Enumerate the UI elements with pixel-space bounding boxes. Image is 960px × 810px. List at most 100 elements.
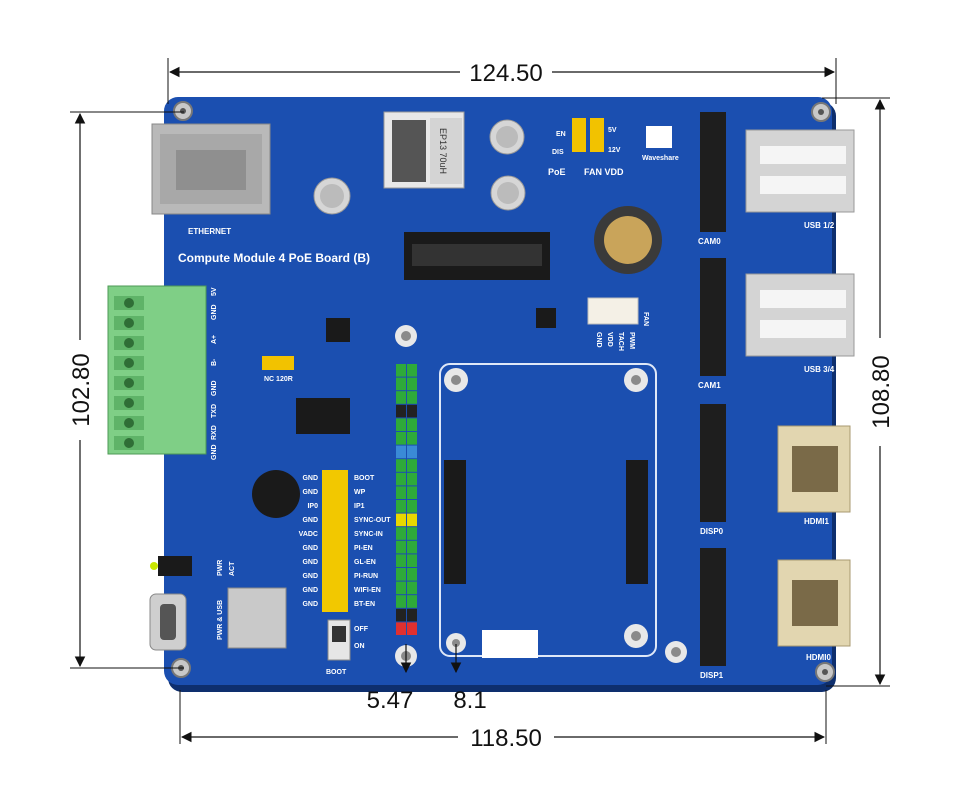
gpio-pin bbox=[407, 418, 417, 431]
poe-label: PoE bbox=[548, 167, 566, 177]
uart-pin-rxd: RXD bbox=[211, 425, 218, 440]
gpio-pin bbox=[407, 527, 417, 540]
disp1-label: DISP1 bbox=[700, 671, 724, 680]
gpio-left-label: GND bbox=[302, 545, 318, 552]
gpio-right-label: SYNC-IN bbox=[354, 531, 383, 538]
nc-120r-label: NC 120R bbox=[264, 376, 293, 383]
fan-vdd-label: FAN VDD bbox=[584, 167, 624, 177]
gpio-pin bbox=[396, 622, 406, 635]
yellow-pin-header bbox=[322, 470, 348, 612]
gpio-pin bbox=[396, 418, 406, 431]
rs485-pin-5v: 5V bbox=[211, 287, 218, 296]
gpio-pin bbox=[407, 608, 417, 622]
gpio-right-label: WIFI-EN bbox=[354, 587, 381, 594]
gpio-right-label: GL-EN bbox=[354, 559, 376, 566]
rs485-pin-a: A+ bbox=[211, 335, 218, 344]
brand-label: Waveshare bbox=[642, 155, 679, 162]
ethernet-jack bbox=[151, 123, 271, 215]
status-leds bbox=[150, 556, 192, 576]
termination-jumper bbox=[262, 356, 294, 370]
gpio-pin bbox=[396, 445, 406, 459]
gpio-pin bbox=[407, 500, 417, 513]
gpio-pin bbox=[407, 595, 417, 608]
gpio-pin bbox=[396, 568, 406, 581]
gpio-pin bbox=[396, 608, 406, 622]
gpio-pin bbox=[407, 459, 417, 472]
gpio-pin bbox=[407, 622, 417, 635]
fan-pin-1: GND bbox=[595, 332, 602, 348]
gpio-right-label: BT-EN bbox=[354, 601, 375, 608]
en-label: EN bbox=[556, 131, 566, 138]
gpio-pin bbox=[407, 513, 417, 527]
gpio-pin bbox=[396, 472, 406, 486]
gpio-pin bbox=[396, 581, 406, 595]
gpio-pin bbox=[407, 486, 417, 499]
gpio-pin bbox=[407, 432, 417, 445]
gpio-pin bbox=[396, 500, 406, 513]
gpio-pin bbox=[396, 554, 406, 567]
gpio-pin bbox=[396, 391, 406, 404]
gpio-right-label: BOOT bbox=[354, 475, 375, 482]
gpio-left-label: GND bbox=[302, 489, 318, 496]
switch-off-label: OFF bbox=[354, 626, 369, 633]
gpio-pin bbox=[407, 581, 417, 595]
gpio-left-label: GND bbox=[302, 559, 318, 566]
gpio-pin bbox=[396, 486, 406, 499]
fan-header bbox=[587, 297, 639, 325]
gpio-pin bbox=[396, 595, 406, 608]
rs485-pin-gnd: GND bbox=[211, 304, 218, 320]
fan-pin-2: VDD bbox=[606, 332, 613, 347]
dimension-right bbox=[822, 97, 890, 687]
waveshare-logo bbox=[646, 126, 672, 148]
hole-offset-a-value: 5.47 bbox=[367, 687, 414, 714]
gpio-pin bbox=[396, 459, 406, 472]
ethernet-label: ETHERNET bbox=[188, 227, 231, 236]
gpio-pin bbox=[396, 432, 406, 445]
rtc-battery-holder bbox=[594, 206, 662, 274]
gpio-pin bbox=[407, 568, 417, 581]
usb-ports bbox=[745, 129, 855, 357]
boot-switch-label: BOOT bbox=[326, 669, 347, 676]
uart-pin-txd: TXD bbox=[211, 404, 218, 418]
uart-pin-gnd1: GND bbox=[211, 380, 218, 396]
dimension-left bbox=[70, 111, 184, 669]
ics bbox=[296, 308, 556, 434]
top-width-value: 124.50 bbox=[469, 60, 542, 87]
gpio-pin bbox=[396, 527, 406, 540]
gpio-pin bbox=[396, 404, 406, 418]
gpio-left-label: GND bbox=[302, 517, 318, 524]
gpio-pin bbox=[407, 540, 417, 554]
uart-pin-gnd2: GND bbox=[211, 444, 218, 460]
usb12-label: USB 1/2 bbox=[804, 221, 835, 230]
dimension-top bbox=[167, 58, 837, 104]
gpio-40pin-header bbox=[396, 364, 417, 635]
right-height-value: 108.80 bbox=[868, 355, 895, 428]
gpio-pin bbox=[396, 377, 406, 391]
gpio-pin bbox=[407, 377, 417, 391]
hdmi0-label: HDMI0 bbox=[806, 653, 831, 662]
dimension-bottom bbox=[179, 690, 827, 744]
gpio-right-label: IP1 bbox=[354, 503, 365, 510]
switch-on-label: ON bbox=[354, 643, 365, 650]
gpio-pin bbox=[407, 445, 417, 459]
terminal-block bbox=[107, 285, 207, 455]
hole-offset-b-value: 8.1 bbox=[453, 687, 486, 714]
hdmi1-label: HDMI1 bbox=[804, 517, 829, 526]
gpio-pin bbox=[407, 404, 417, 418]
fan-label: FAN bbox=[642, 312, 649, 326]
boot-switch bbox=[327, 619, 351, 661]
board-title: Compute Module 4 PoE Board (B) bbox=[178, 251, 370, 265]
gpio-pin bbox=[407, 472, 417, 486]
act-led-label: ACT bbox=[229, 561, 236, 576]
fan-pin-4: PWM bbox=[628, 332, 635, 349]
dimension-hole-offsets bbox=[400, 644, 462, 674]
gpio-pin bbox=[407, 554, 417, 567]
cm4-socket-area bbox=[395, 325, 687, 667]
gpio-left-label: IP0 bbox=[307, 503, 318, 510]
gpio-right-label: PI-RUN bbox=[354, 573, 378, 580]
12v-label: 12V bbox=[608, 147, 621, 154]
buzzer bbox=[252, 470, 300, 518]
usb34-label: USB 3/4 bbox=[804, 365, 835, 374]
dis-label: DIS bbox=[552, 149, 564, 156]
